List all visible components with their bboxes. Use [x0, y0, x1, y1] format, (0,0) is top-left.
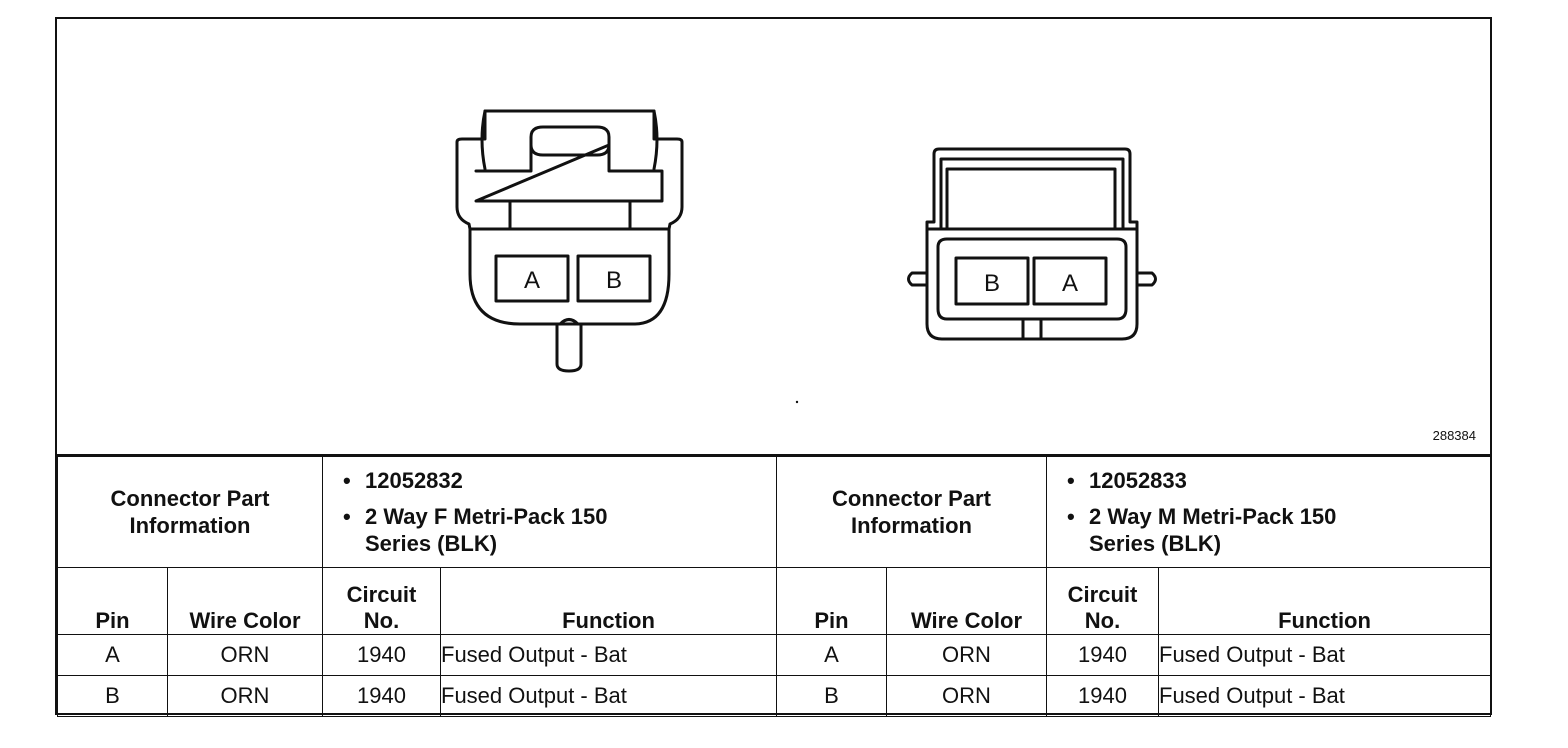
header-circuit-no: Circuit No. [1046, 567, 1159, 635]
cell-wire-color: ORN [167, 634, 323, 676]
cell-function: Fused Output - Bat [440, 634, 777, 676]
male-pin-a-cavity [1032, 256, 1108, 306]
male-pin-b-cavity [954, 256, 1030, 306]
table-row: A ORN 1940 Fused Output - Bat [57, 634, 777, 676]
cell-circuit: 1940 [1046, 675, 1159, 717]
female-pin-label-b: B [606, 267, 622, 294]
female-pin-a-cavity [494, 254, 570, 303]
right-connector-table: Connector Part Information 12052833 2 Wa… [776, 456, 1491, 717]
table-row: B ORN 1940 Fused Output - Bat [57, 675, 777, 717]
cell-function: Fused Output - Bat [1158, 675, 1491, 717]
part-info-label: Connector Part Information [776, 456, 1047, 568]
male-connector-drawing [907, 147, 1157, 341]
header-pin: Pin [57, 567, 168, 635]
header-function: Function [1158, 567, 1491, 635]
cell-wire-color: ORN [167, 675, 323, 717]
part-description: 2 Way F Metri-Pack 150 Series (BLK) [343, 503, 615, 557]
diagram-frame: A B B A 288384 Connector Part Informatio… [55, 17, 1492, 717]
cell-pin: B [776, 675, 887, 717]
left-connector-table: Connector Part Information 12052832 2 Wa… [57, 456, 777, 717]
cell-function: Fused Output - Bat [1158, 634, 1491, 676]
cell-circuit: 1940 [1046, 634, 1159, 676]
part-number: 12052832 [343, 467, 776, 494]
connector-illustration: A B B A [455, 109, 1157, 404]
male-pin-label-a: A [1062, 270, 1078, 297]
cell-pin: A [776, 634, 887, 676]
part-info-label: Connector Part Information [57, 456, 323, 568]
part-info-list: 12052833 2 Way M Metri-Pack 150 Series (… [1046, 456, 1491, 568]
cell-pin: B [57, 675, 168, 717]
male-pin-label-b: B [984, 270, 1000, 297]
drawing-table-divider [57, 454, 1490, 456]
header-wire-color: Wire Color [167, 567, 323, 635]
header-function: Function [440, 567, 777, 635]
part-number: 12052833 [1067, 467, 1490, 494]
header-pin: Pin [776, 567, 887, 635]
cell-wire-color: ORN [886, 634, 1047, 676]
part-info-list: 12052832 2 Way F Metri-Pack 150 Series (… [322, 456, 777, 568]
part-description: 2 Way M Metri-Pack 150 Series (BLK) [1067, 503, 1339, 557]
male-right-latch [1135, 271, 1157, 287]
female-locking-tab [555, 322, 583, 373]
table-row: A ORN 1940 Fused Output - Bat [776, 634, 1491, 676]
header-circuit-no: Circuit No. [322, 567, 441, 635]
female-pin-label-a: A [524, 267, 540, 294]
female-pin-b-cavity [576, 254, 652, 303]
header-wire-color: Wire Color [886, 567, 1047, 635]
cell-function: Fused Output - Bat [440, 675, 777, 717]
cell-pin: A [57, 634, 168, 676]
male-left-latch [907, 271, 929, 287]
female-connector-drawing [455, 109, 684, 373]
cell-circuit: 1940 [322, 675, 441, 717]
cell-circuit: 1940 [322, 634, 441, 676]
table-row: B ORN 1940 Fused Output - Bat [776, 675, 1491, 717]
connector-drawing-area: A B B A 288384 [57, 19, 1490, 457]
cell-wire-color: ORN [886, 675, 1047, 717]
figure-id: 288384 [1432, 428, 1476, 443]
